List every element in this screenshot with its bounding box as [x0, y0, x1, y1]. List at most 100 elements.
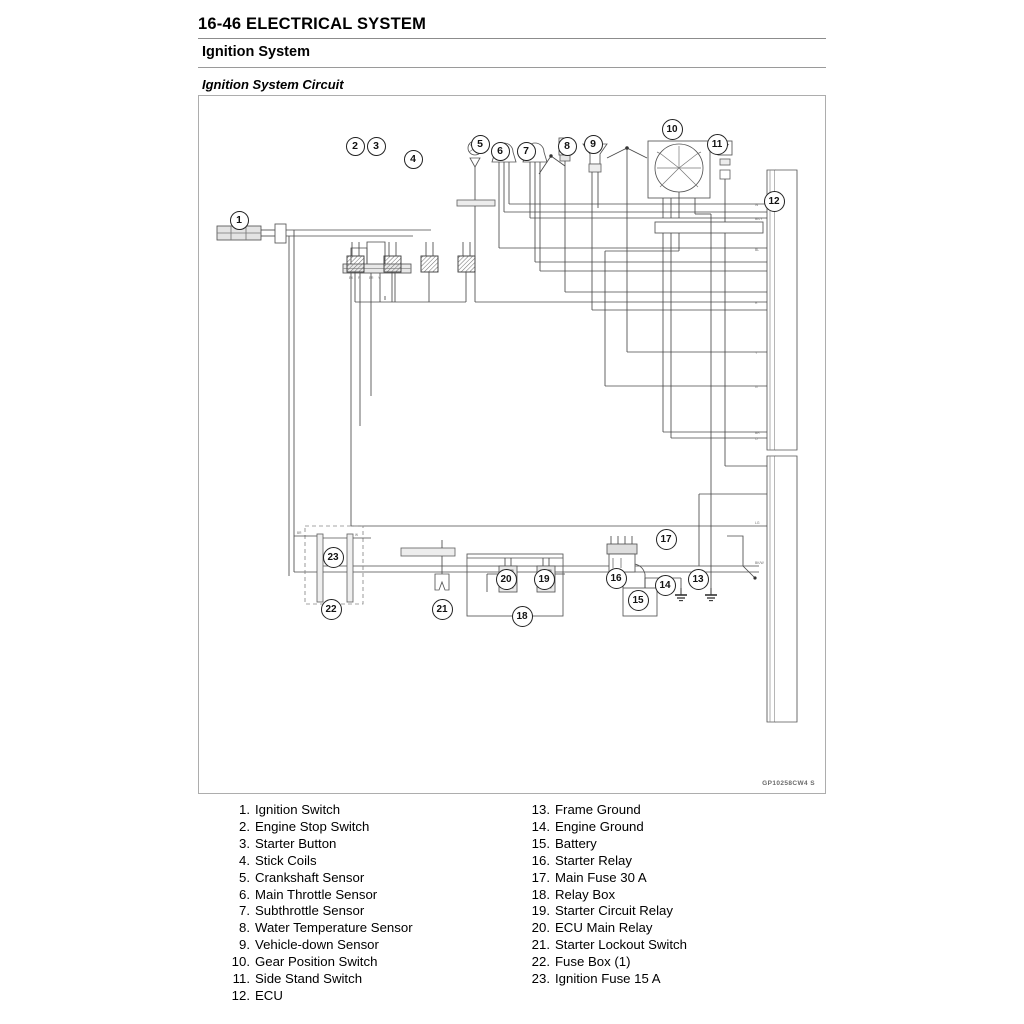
callout-20[interactable]: 20	[495, 568, 517, 590]
legend-item-label: Vehicle-down Sensor	[255, 937, 379, 953]
legend-item-number: 7.	[239, 903, 250, 919]
callout-2[interactable]: 2	[345, 136, 365, 156]
legend-item-label: Main Fuse 30 A	[555, 869, 647, 885]
legend-item-number: 3.	[239, 835, 250, 851]
legend-item-number: 11.	[232, 971, 250, 987]
callout-19[interactable]: 19	[533, 568, 555, 590]
legend-item-label: Frame Ground	[555, 802, 641, 817]
callout-15[interactable]: 15	[627, 589, 649, 611]
legend-item-number: 9.	[239, 937, 250, 953]
legend-item-label: Subthrottle Sensor	[255, 903, 365, 919]
legend-item-number: 8.	[239, 920, 250, 936]
callout-21[interactable]: 21	[431, 598, 453, 620]
legend-item-label: Fuse Box (1)	[555, 954, 631, 970]
legend-item-number: 12.	[231, 987, 250, 1003]
legend-item-label: Side Stand Switch	[255, 971, 363, 987]
svg-text:Y: Y	[378, 276, 381, 280]
legend-item-number: 16.	[531, 852, 550, 868]
callout-10[interactable]: 10	[661, 118, 683, 140]
legend-item-number: 17.	[531, 869, 550, 885]
legend-item-label: ECU Main Relay	[555, 920, 653, 936]
legend-item: 15. Battery	[524, 836, 824, 853]
legend-item-label: Starter Relay	[555, 852, 632, 868]
legend-item: 23. Ignition Fuse 15 A	[524, 971, 824, 988]
legend-item: 13. Frame Ground	[524, 802, 824, 819]
legend-item: 17. Main Fuse 30 A	[524, 870, 824, 887]
legend-item-number: 5.	[239, 869, 250, 885]
section-title: Ignition System	[202, 44, 310, 60]
figure-code: GP10258CW4 S	[762, 780, 815, 787]
svg-text:BL: BL	[755, 248, 759, 252]
legend-item: 4. Stick Coils	[224, 853, 524, 870]
legend-item-number: 15.	[531, 835, 550, 851]
page-header: 16-46 ELECTRICAL SYSTEM	[198, 14, 826, 34]
svg-text:LG: LG	[755, 521, 760, 525]
legend-item-number: 10.	[231, 954, 250, 970]
legend-item-label: Ignition Fuse 15 A	[555, 971, 661, 987]
svg-text:BR: BR	[755, 431, 760, 435]
legend-item: 11. Side Stand Switch	[224, 971, 524, 988]
callout-18[interactable]: 18	[511, 605, 533, 627]
legend-item-label: Relay Box	[555, 886, 616, 902]
legend-item-number: 4.	[239, 852, 250, 868]
svg-text:O: O	[755, 437, 758, 441]
callout-17[interactable]: 17	[655, 528, 677, 550]
svg-text:R: R	[358, 276, 361, 280]
svg-text:W: W	[355, 533, 358, 537]
legend-item-number: 13.	[531, 802, 550, 817]
callout-13[interactable]: 13	[687, 568, 709, 590]
legend-item: 19.Starter Circuit Relay	[524, 903, 824, 920]
legend-item-number: 2.	[239, 818, 250, 834]
legend-item-number: 21.	[531, 937, 550, 953]
legend-item-label: Water Temperature Sensor	[255, 920, 413, 936]
ignition-system-circuit-diagram: BK R BR Y	[198, 95, 826, 794]
callout-9[interactable]: 9	[583, 134, 603, 154]
svg-text:BK/W: BK/W	[755, 561, 764, 565]
callout-5[interactable]: 5	[470, 134, 490, 154]
svg-text:BK: BK	[349, 276, 354, 280]
legend-item-label: Engine Ground	[555, 818, 644, 834]
svg-text:G: G	[755, 385, 758, 389]
legend-item-number: 19.	[531, 903, 550, 919]
callout-22[interactable]: 22	[320, 598, 342, 620]
callout-8[interactable]: 8	[557, 136, 577, 156]
legend-item-label: Main Throttle Sensor	[255, 886, 378, 902]
svg-text:BR: BR	[369, 276, 374, 280]
callout-16[interactable]: 16	[605, 567, 627, 589]
legend-item: 8. Water Temperature Sensor	[224, 920, 524, 937]
legend-item-number: 22.	[531, 954, 550, 970]
circuit-schematic: BK R BR Y	[199, 96, 825, 793]
legend-item-label: Battery	[555, 835, 597, 851]
legend-item: 2.Engine Stop Switch	[224, 819, 524, 836]
legend-item-number: 23.	[531, 971, 550, 987]
callout-14[interactable]: 14	[654, 574, 676, 596]
header-rule-top	[198, 38, 826, 39]
legend-item-label: Stick Coils	[255, 852, 317, 868]
legend-item: 3. Starter Button	[224, 836, 524, 853]
legend-item-number: 6.	[239, 886, 250, 902]
legend-item: 18.Relay Box	[524, 887, 824, 904]
legend-item: 21.Starter Lockout Switch	[524, 937, 824, 954]
callout-6[interactable]: 6	[490, 141, 510, 161]
callout-11[interactable]: 11	[706, 133, 728, 155]
callout-4[interactable]: 4	[403, 149, 423, 169]
page-title: 16-46 ELECTRICAL SYSTEM	[198, 15, 427, 33]
legend-item-label: Gear Position Switch	[255, 954, 378, 970]
legend-item: 10. Gear Position Switch	[224, 954, 524, 971]
legend-item-label: Starter Button	[255, 835, 337, 851]
legend-item: 22. Fuse Box (1)	[524, 954, 824, 971]
callout-12[interactable]: 12	[763, 190, 785, 212]
legend-item: 14.Engine Ground	[524, 819, 824, 836]
callout-1[interactable]: 1	[229, 210, 249, 230]
callout-23[interactable]: 23	[322, 546, 344, 568]
callout-7[interactable]: 7	[516, 141, 536, 161]
legend-item: 20.ECU Main Relay	[524, 920, 824, 937]
legend-item-label: Crankshaft Sensor	[255, 869, 365, 885]
legend-item: 12.ECU	[224, 988, 524, 1005]
legend-item: 6. Main Throttle Sensor	[224, 887, 524, 904]
svg-text:BK/Y: BK/Y	[755, 217, 763, 221]
callout-3[interactable]: 3	[366, 136, 386, 156]
